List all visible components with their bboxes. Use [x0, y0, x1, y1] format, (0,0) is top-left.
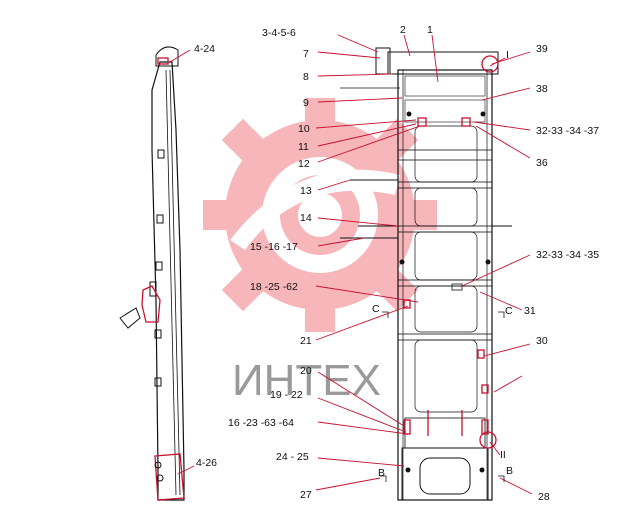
label-4-24: 4-24: [194, 43, 215, 55]
label-10: 10: [298, 123, 310, 135]
part-labels: 3-4-5-6 2 1 39 I 4-24 7 8 38 9 10 11 12 …: [194, 24, 599, 503]
label-B-left: B: [378, 467, 385, 479]
label-I: I: [506, 49, 509, 61]
label-16-23-63-64: 16 -23 -63 -64: [228, 417, 294, 429]
label-C-left: C: [372, 303, 380, 315]
label-C-right: C: [505, 305, 513, 317]
label-24-25: 24 - 25: [276, 451, 309, 463]
label-15-16-17: 15 -16 -17: [250, 241, 298, 253]
label-21: 21: [300, 335, 312, 347]
label-30: 30: [536, 335, 548, 347]
label-1: 1: [427, 24, 433, 36]
label-20: 20: [300, 365, 312, 377]
front-view: [340, 47, 512, 501]
side-view: [119, 46, 185, 501]
label-9: 9: [303, 97, 309, 109]
label-11: 11: [298, 141, 309, 153]
label-19-22: 19 - 22: [270, 389, 303, 401]
label-3-4-5-6: 3-4-5-6: [262, 27, 296, 39]
label-2: 2: [400, 24, 406, 36]
label-12: 12: [298, 158, 310, 170]
watermark-text: ИНТЕХ: [232, 356, 381, 405]
label-B-right: B: [506, 465, 513, 477]
watermark-gear-logo: [203, 98, 437, 332]
label-4-26: 4-26: [196, 457, 217, 469]
label-II: II: [500, 449, 506, 461]
label-32-33-34-35: 32-33 -34 -35: [536, 249, 599, 261]
leader-lines: [169, 34, 533, 495]
label-13: 13: [300, 185, 312, 197]
label-28: 28: [538, 491, 550, 503]
label-27: 27: [300, 489, 312, 501]
label-39: 39: [536, 43, 548, 55]
label-32-33-34-37: 32-33 -34 -37: [536, 125, 599, 137]
label-8: 8: [303, 71, 309, 83]
label-36: 36: [536, 157, 548, 169]
label-18-25-62: 18 -25 -62: [250, 281, 298, 293]
label-31: 31: [524, 305, 536, 317]
label-7: 7: [303, 48, 309, 60]
label-38: 38: [536, 83, 548, 95]
label-14: 14: [300, 212, 312, 224]
